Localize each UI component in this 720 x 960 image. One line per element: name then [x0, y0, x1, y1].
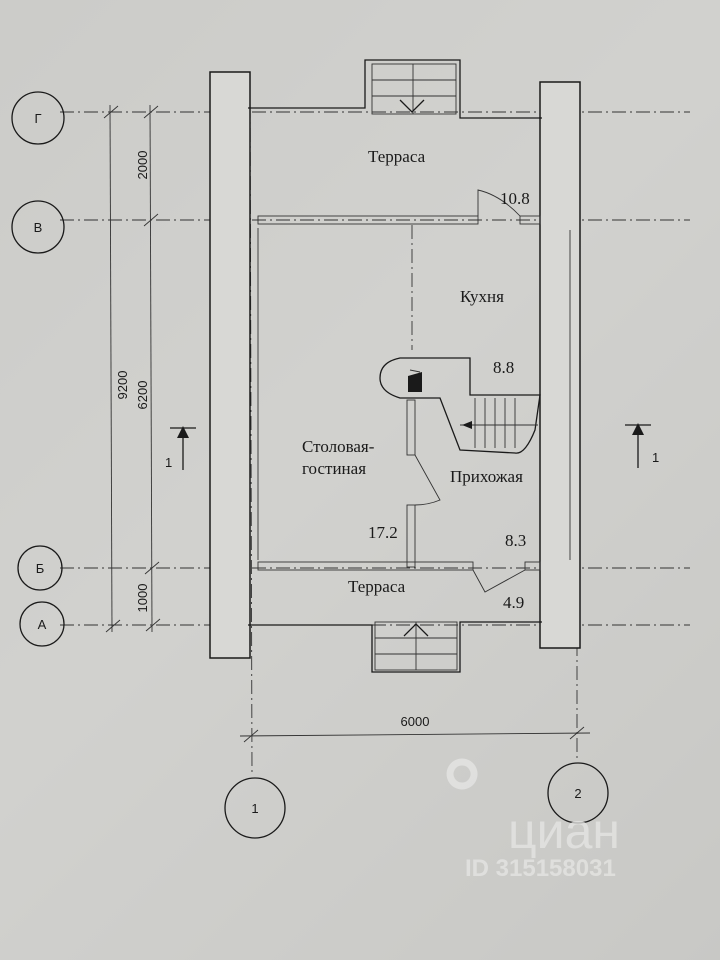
cian-watermark: циан ID 315158031 [446, 758, 620, 882]
watermark-brand: циан [508, 803, 620, 859]
location-pin-icon [446, 758, 478, 790]
room-name-kitchen: Кухня [460, 287, 504, 306]
room-area-terrace-top: 10.8 [500, 189, 530, 208]
partitions [257, 189, 541, 593]
section-label-right: 1 [652, 450, 659, 465]
axis-bubble-b: Б [17, 545, 63, 591]
interior-staircase [379, 357, 541, 454]
axis-label-v: В [34, 220, 43, 235]
section-mark-left: 1 [165, 426, 196, 470]
room-name-dining-living-2: гостиная [302, 459, 366, 478]
vertical-dimensions: 9200 2000 6200 1000 [103, 104, 161, 633]
bottom-stairs [374, 621, 458, 671]
axis-bubble-v: В [11, 200, 65, 254]
room-name-dining-living-1: Столовая- [302, 437, 375, 456]
section-mark-right: 1 [625, 423, 659, 468]
top-stairs [371, 63, 457, 115]
horizontal-dimension: 6000 [239, 714, 591, 743]
right-wall [539, 81, 581, 649]
room-area-kitchen: 8.8 [493, 358, 514, 377]
axis-label-1: 1 [251, 801, 258, 816]
axis-label-g: Г [34, 111, 41, 126]
axis-bubble-1: 1 [224, 777, 286, 839]
room-area-hallway: 8.3 [505, 531, 526, 550]
axis-bubble-a: А [19, 601, 65, 647]
axis-label-2: 2 [574, 786, 581, 801]
section-label-left: 1 [165, 455, 172, 470]
room-name-terrace-bottom: Терраса [348, 577, 406, 596]
room-name-terrace-top: Терраса [368, 147, 426, 166]
dimension-6000: 6000 [401, 714, 430, 729]
axis-label-a: А [38, 617, 47, 632]
axis-bubble-g: Г [11, 91, 65, 145]
plan-outline [248, 59, 571, 673]
dimension-9200: 9200 [115, 371, 130, 400]
watermark-id: ID 315158031 [465, 855, 616, 882]
axis-bubble-2: 2 [547, 762, 609, 824]
left-wall [209, 71, 251, 659]
room-area-dining-living: 17.2 [368, 523, 398, 542]
room-area-terrace-bottom: 4.9 [503, 593, 524, 612]
dimension-6200: 6200 [135, 381, 150, 410]
axis-label-b: Б [36, 561, 45, 576]
room-name-hallway: Прихожая [450, 467, 523, 486]
dimension-2000: 2000 [135, 151, 150, 180]
dimension-1000: 1000 [135, 584, 150, 613]
